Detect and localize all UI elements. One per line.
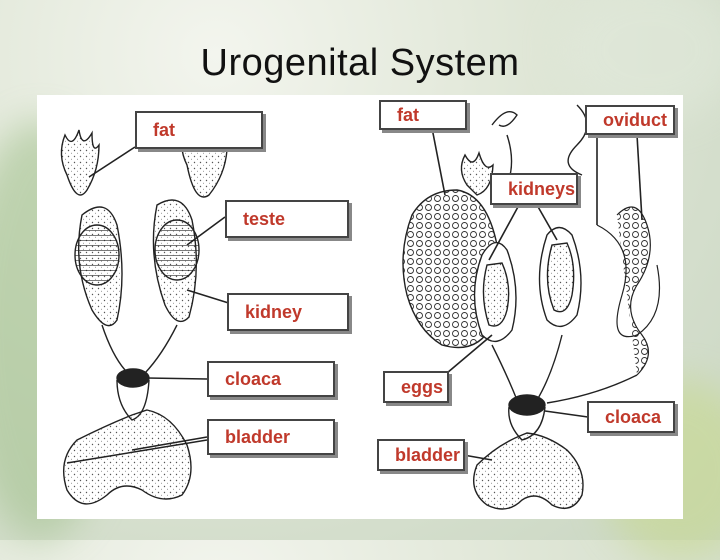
label-cloaca-male: cloaca: [207, 361, 335, 397]
leader-lines: [88, 127, 643, 461]
male-illustration: [60, 122, 228, 505]
label-kidney: kidney: [227, 293, 349, 331]
label-teste: teste: [225, 200, 349, 238]
label-fat-male: fat: [135, 111, 263, 149]
urogenital-illustration: ~: [60, 104, 660, 519]
diagram-panel: ~ fat teste kidney cloaca bladder fat ov…: [37, 95, 683, 519]
label-kidneys: kidneys: [490, 173, 578, 205]
svg-text:~: ~: [187, 516, 194, 519]
label-cloaca-female: cloaca: [587, 401, 675, 433]
label-bladder-male: bladder: [207, 419, 335, 455]
label-oviduct: oviduct: [585, 105, 675, 135]
slide-title: Urogenital System: [200, 42, 520, 84]
label-bladder-female: bladder: [377, 439, 465, 471]
label-eggs: eggs: [383, 371, 449, 403]
label-fat-female: fat: [379, 100, 467, 130]
female-illustration: [402, 104, 660, 510]
